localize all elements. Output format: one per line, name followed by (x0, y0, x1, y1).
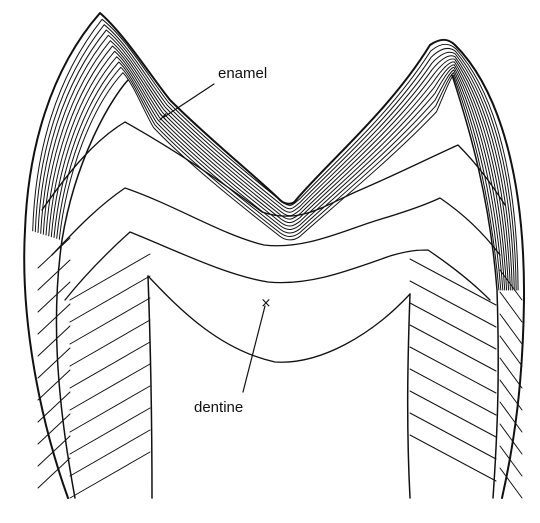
dentine-label: dentine (194, 399, 243, 416)
dentine-marker: × (261, 296, 272, 311)
enamel-marker: × (158, 110, 169, 125)
enamel-label: enamel (218, 65, 267, 82)
